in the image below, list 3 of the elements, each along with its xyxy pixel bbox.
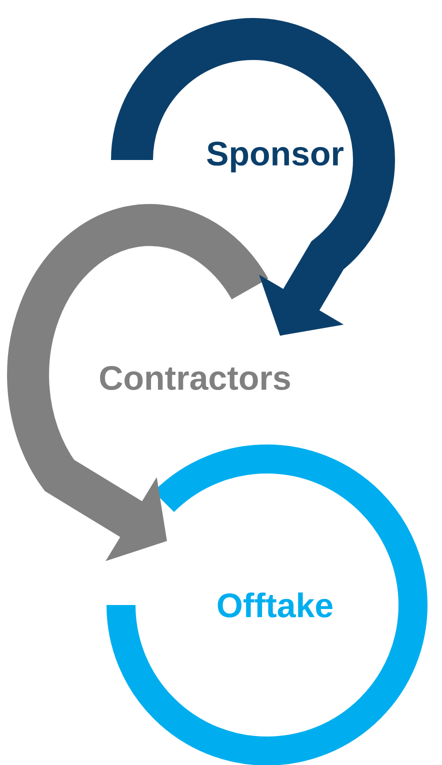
label: Offtake <box>218 592 332 618</box>
label: Contractors <box>100 366 290 390</box>
label: Sponsor <box>207 142 344 172</box>
